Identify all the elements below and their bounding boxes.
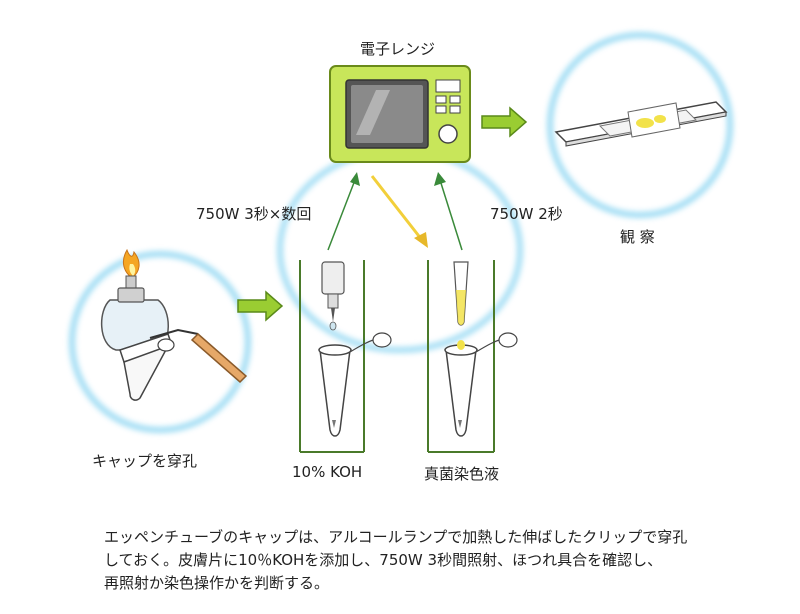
arrow-microwave-to-stain <box>370 175 424 241</box>
glow-ring-slide <box>547 32 733 218</box>
pierce-cap-label: キャップを穿孔 <box>92 452 198 470</box>
koh-label: 10% KOH <box>292 463 363 481</box>
observe-label: 観 察 <box>620 228 655 246</box>
glow-ring-lamp <box>69 251 251 433</box>
microscope-slide-icon <box>554 101 728 147</box>
caption-line-1: エッペンチューブのキャップは、アルコールランプで加熱した伸ばしたクリップで穿孔 <box>104 528 688 546</box>
dropper-koh-icon <box>321 261 345 331</box>
caption-line-2: しておく。皮膚片に10％KOHを添加し、750W 3秒間照射、ほつれ具合を確認し… <box>104 551 663 569</box>
arrow-stain-to-microwave <box>439 179 463 251</box>
arrow-to-koh <box>237 290 284 322</box>
power-right-label: 750W 2秒 <box>490 205 563 223</box>
arrow-to-slide <box>481 106 528 138</box>
glow-ring-center <box>277 147 523 353</box>
caption: エッペンチューブのキャップは、アルコールランプで加熱した伸ばしたクリップで穿孔 … <box>104 526 764 595</box>
koh-panel <box>299 260 365 453</box>
eppendorf-tube-pierce-icon <box>119 333 175 401</box>
caption-line-3: 再照射か染色操作かを判断する。 <box>104 574 330 592</box>
eppendorf-tube-koh-icon <box>318 332 392 437</box>
stain-label: 真菌染色液 <box>424 465 500 483</box>
arrow-koh-to-microwave <box>327 179 356 251</box>
pipette-stain-icon <box>453 261 469 326</box>
stain-panel <box>427 260 495 453</box>
microwave-icon <box>329 65 471 163</box>
power-left-label: 750W 3秒×数回 <box>196 205 312 223</box>
heated-clip-icon <box>149 328 248 384</box>
eppendorf-tube-stain-icon <box>444 332 518 437</box>
microwave-label: 電子レンジ <box>360 40 436 58</box>
